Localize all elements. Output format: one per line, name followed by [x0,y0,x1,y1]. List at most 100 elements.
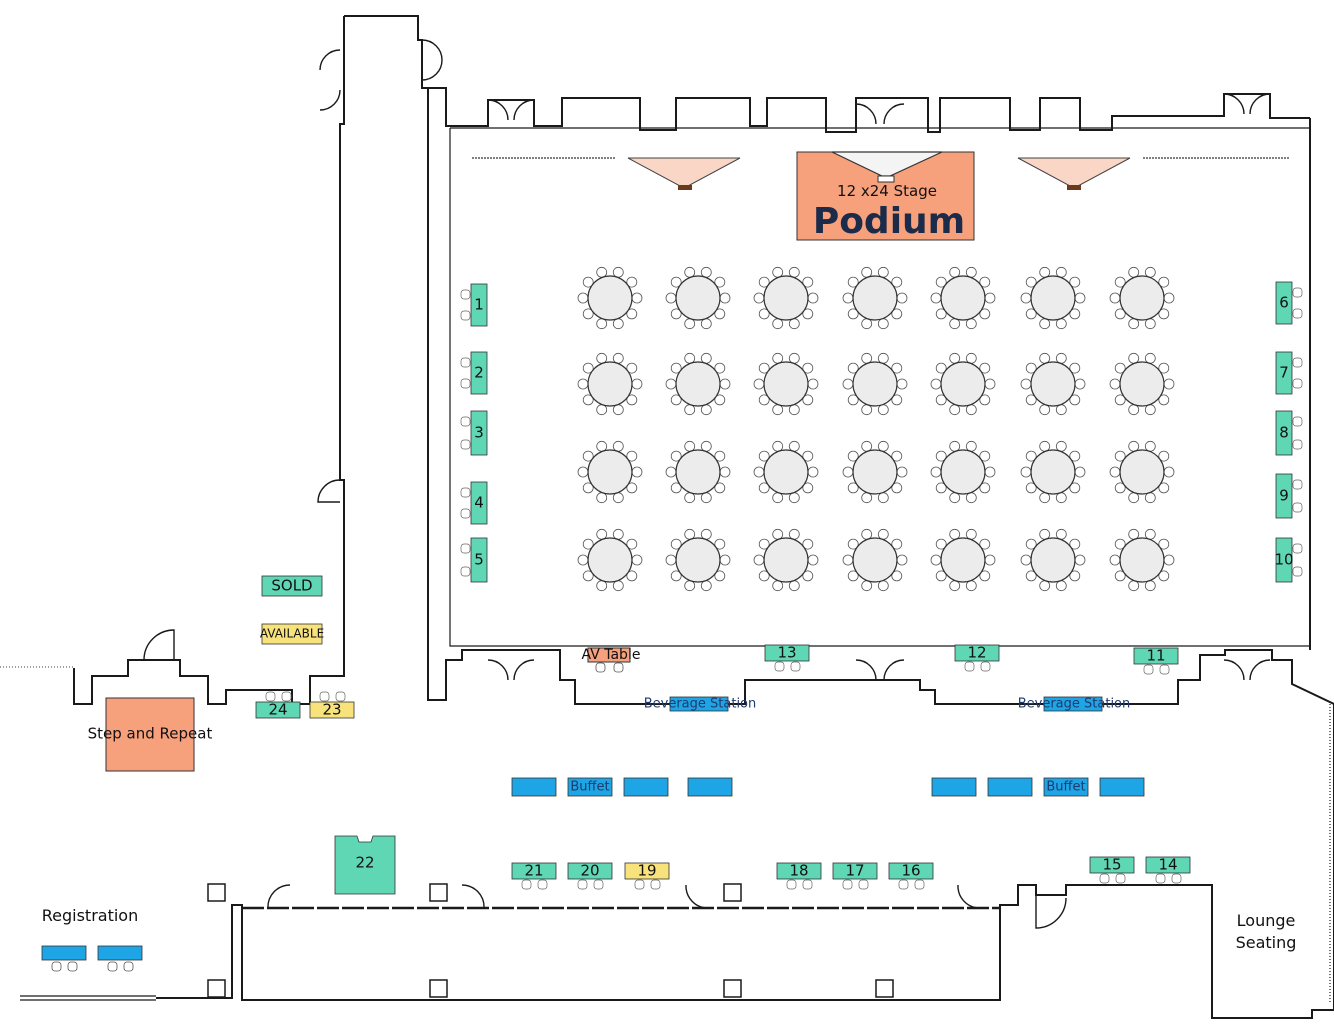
round-table[interactable] [753,528,819,592]
booth-11[interactable]: 11 [1133,647,1179,675]
chair [1039,266,1051,278]
buffet-table[interactable] [511,777,557,797]
round-table[interactable] [577,352,643,416]
round-table[interactable] [1020,528,1086,592]
chair [949,404,961,416]
chair [758,394,770,406]
chair [1163,378,1175,390]
left-corridor-wall-2 [344,15,428,89]
chair [847,570,859,582]
round-table[interactable] [577,440,643,504]
booth-number: 15 [1102,856,1121,874]
chair [753,554,765,566]
step-and-repeat[interactable] [105,697,195,772]
round-table[interactable] [842,352,908,416]
chair [758,482,770,494]
chair [930,554,942,566]
buffet-table[interactable] [623,777,669,797]
booth-8[interactable]: 8 [1275,410,1303,456]
chair [1069,482,1081,494]
booth-chairs [1099,873,1126,884]
chair [949,492,961,504]
buffet-table[interactable] [987,777,1033,797]
av-table[interactable] [587,647,631,663]
round-table[interactable] [1109,352,1175,416]
chair [772,580,784,592]
booth-9[interactable]: 9 [1275,473,1303,519]
booth-7[interactable]: 7 [1275,351,1303,395]
chair [788,352,800,364]
round-table[interactable] [930,266,996,330]
booth-16[interactable]: 16 [888,862,934,890]
round-table[interactable] [842,266,908,330]
booth-2[interactable]: 2 [460,351,488,395]
booth-17[interactable]: 17 [832,862,878,890]
round-table[interactable] [753,266,819,330]
chair [1069,450,1081,462]
booth-21[interactable]: 21 [511,862,557,890]
buffet-table[interactable] [1043,777,1089,797]
booth-15[interactable]: 15 [1089,856,1135,884]
table-top [852,361,898,407]
booth-5[interactable]: 5 [460,537,488,583]
booth-19[interactable]: 19 [624,862,670,890]
chair [1128,580,1140,592]
buffet-table[interactable] [1099,777,1145,797]
round-table[interactable] [577,266,643,330]
chair [802,450,814,462]
booth-22[interactable]: 22 [334,835,396,895]
booth-table [470,481,488,525]
booth-12[interactable]: 12 [954,644,1000,672]
booth-23[interactable]: 23 [309,691,355,719]
chair [719,554,731,566]
chair [788,404,800,416]
beverage-station-right[interactable] [1043,696,1103,712]
round-table[interactable] [1109,528,1175,592]
round-table[interactable] [665,440,731,504]
round-table[interactable] [753,440,819,504]
registration-table[interactable] [97,945,143,961]
round-table[interactable] [1109,440,1175,504]
round-table[interactable] [1109,266,1175,330]
booth-24[interactable]: 24 [255,691,301,719]
booth-18[interactable]: 18 [776,862,822,890]
booth-6[interactable]: 6 [1275,281,1303,325]
chair [665,466,677,478]
round-table[interactable] [1020,440,1086,504]
round-table[interactable] [1020,266,1086,330]
round-table[interactable] [665,352,731,416]
round-table[interactable] [577,528,643,592]
booth-1[interactable]: 1 [460,283,488,327]
chair [930,466,942,478]
round-table[interactable] [930,528,996,592]
chair [612,440,624,452]
booth-10[interactable]: 10 [1274,537,1303,583]
round-table[interactable] [842,440,908,504]
beverage-station-left[interactable] [669,696,729,712]
round-table[interactable] [665,266,731,330]
chair [935,276,947,288]
chair [979,450,991,462]
buffet-table[interactable] [931,777,977,797]
booth-14[interactable]: 14 [1145,856,1191,884]
round-table[interactable] [1020,352,1086,416]
round-table[interactable] [753,352,819,416]
registration-table[interactable] [41,945,87,961]
round-table[interactable] [930,440,996,504]
chair [1128,352,1140,364]
left-corridor-wall [73,16,345,705]
chair [877,580,889,592]
booth-4[interactable]: 4 [460,481,488,525]
chair [842,466,854,478]
round-table[interactable] [842,528,908,592]
round-table[interactable] [930,352,996,416]
table-top [1030,537,1076,583]
booth-13[interactable]: 13 [764,644,810,672]
buffet-table[interactable] [567,777,613,797]
round-table[interactable] [665,528,731,592]
chair [719,378,731,390]
buffet-table[interactable] [687,777,733,797]
booth-3[interactable]: 3 [460,410,488,456]
booth-20[interactable]: 20 [567,862,613,890]
chair [891,450,903,462]
